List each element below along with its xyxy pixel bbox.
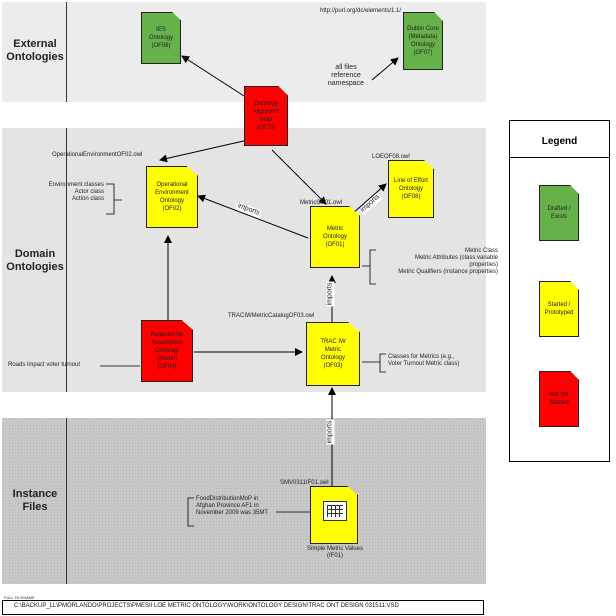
note-food-distribution: FoodDistributionMoP in Afghan Province A…: [196, 496, 269, 516]
edge-alignment-to-operational: [159, 139, 249, 163]
table-icon: [323, 501, 347, 521]
note-trac-file: TRACIWMetricCatalogOF03.owl: [228, 313, 315, 319]
note-smv-file: SMV0311IF01.owl: [280, 480, 329, 486]
edge-alignment-to-ies: [181, 55, 245, 97]
bracket-op-classes: [106, 183, 122, 215]
node-ies-ontology: IES Ontology (OF06): [141, 12, 181, 64]
legend-title: Legend: [510, 127, 609, 158]
node-ontology-alignment-map: Ontology Alignment Map (OF20): [244, 86, 288, 146]
node-dublin-core-ontology: Dublin Core (Metadata) Ontology (OF07): [403, 12, 443, 70]
note-metric-file: MetricOF01.owl: [300, 200, 343, 206]
edge-metric-imports-operational: [197, 194, 309, 239]
node-simple-metric-values: [310, 486, 358, 544]
bracket-metric-classes: [362, 249, 376, 285]
bracket-trac-classes: [362, 353, 386, 373]
legend-item-started: Started / Prototyped: [539, 281, 579, 337]
note-operational-file: OperationalEnvironmentOF02.owl: [52, 152, 143, 158]
node-trac-iw-metric-ontology: TRAC IW Metric Ontology (OF03): [306, 322, 360, 386]
note-operational-classes: Environment classes Actor class Action c…: [48, 182, 104, 202]
footer-file-path: C:\BACKUP_LL\PMORLANDO\PROJECTS\PMESII L…: [14, 603, 399, 609]
edge-label-imports-metric: imports: [326, 281, 335, 307]
note-roads-impact-voter-turnout: Roads impact voter turnout: [8, 362, 81, 368]
edge-namespace-to-dublin: [371, 57, 399, 81]
domain-divider: [66, 128, 67, 392]
note-all-files-reference-namespace: all files reference namespace: [327, 64, 365, 87]
note-metric-classes: Metric Class Metric Attributes (class va…: [398, 248, 498, 275]
node-relationship-assumption-ontology: Relationship Assumption Ontology (Model)…: [141, 320, 193, 382]
node-operational-environment-ontology: Operational Environment Ontology (OF02): [146, 166, 198, 228]
note-loe-file: LOEOF08.owl: [372, 154, 410, 160]
edge-alignment-to-metric: [271, 149, 327, 205]
node-line-of-effort-ontology: Line of Effort Ontology (OF08): [388, 160, 434, 218]
legend-panel: Legend Drafted / Exists Started / Protot…: [509, 120, 610, 462]
legend-item-not-yet-started: Not Yet Started: [539, 371, 579, 427]
bracket-food: [187, 497, 312, 527]
node-metric-ontology: Metric Ontology (OF01): [310, 206, 360, 268]
note-trac-classes: Classes for Metrics (e.g., Voter Turnout…: [388, 354, 460, 367]
edge-label-imports-trac: imports: [326, 419, 335, 445]
footer-box: [2, 600, 484, 615]
footer-label: FULL FILENAME: [4, 595, 35, 600]
legend-item-drafted: Drafted / Exists: [539, 185, 579, 241]
label-simple-metric-values: Simple Metric Values (IF01): [307, 546, 363, 559]
section-label-domain: Domain Ontologies: [6, 248, 64, 273]
section-label-instance: Instance Files: [12, 488, 58, 513]
external-divider: [66, 2, 67, 102]
instance-files-band: [2, 418, 486, 584]
section-label-external: External Ontologies: [6, 38, 64, 63]
note-purl: http://purl.org/dc/elements/1.1/: [320, 8, 402, 14]
instance-divider: [66, 418, 67, 584]
